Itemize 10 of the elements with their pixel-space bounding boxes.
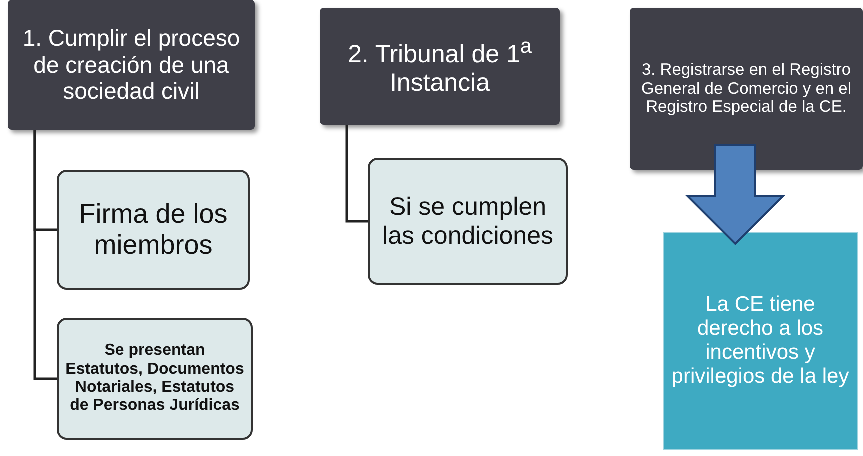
step-box: 3. Registrarse en el Registro General de Comercio y en el Registro Especial de la CE.: [630, 8, 863, 170]
connector-line: [346, 125, 368, 223]
detail-box: Si se cumplen las condiciones: [368, 158, 568, 285]
step-box: 1. Cumplir el proceso de creación de una sociedad civil: [8, 0, 255, 130]
detail-box: Se presentan Estatutos, Documentos Notariales, Estatutos de Personas Jurídicas: [57, 318, 253, 440]
detail-box: Firma de los miembros: [57, 170, 250, 290]
step-box: 2. Tribunal de 1$^{a}$ Instancia: [320, 8, 560, 125]
connector-line: [34, 130, 57, 380]
result-box: La CE tiene derecho a los incentivos y privilegios de la ley: [663, 232, 858, 450]
block-arrow: [685, 144, 786, 246]
